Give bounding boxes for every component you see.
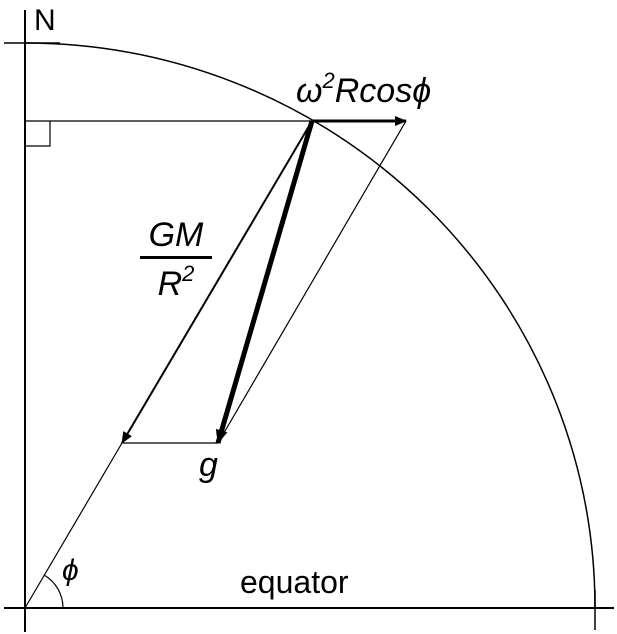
radius-line bbox=[24, 442, 123, 609]
omega-exponent: 2 bbox=[322, 68, 335, 93]
north-label: N bbox=[34, 4, 56, 37]
centripetal-rest: Rcosϕ bbox=[334, 72, 432, 110]
latitude-angle-arc bbox=[43, 574, 64, 609]
grav-numerator: GM bbox=[148, 216, 204, 254]
equator-label: equator bbox=[240, 564, 349, 600]
fraction-bar bbox=[140, 256, 212, 259]
effective-gravity-label: g bbox=[199, 446, 218, 484]
gravitational-vector bbox=[121, 120, 313, 444]
gravitational-label: GM R2 bbox=[140, 218, 212, 301]
centripetal-label: ω2Rcosϕ bbox=[296, 68, 432, 110]
earth-surface-arc bbox=[24, 42, 596, 609]
right-angle-marker bbox=[25, 121, 51, 147]
grav-denominator-exponent: 2 bbox=[182, 261, 195, 286]
construction-line-right bbox=[217, 120, 407, 444]
effective-gravity-vector bbox=[215, 120, 315, 444]
latitude-angle-label: ϕ bbox=[62, 554, 79, 587]
grav-denominator-base: R bbox=[157, 265, 183, 303]
grav-denominator: R2 bbox=[140, 261, 212, 303]
omega-symbol: ω bbox=[296, 72, 323, 110]
